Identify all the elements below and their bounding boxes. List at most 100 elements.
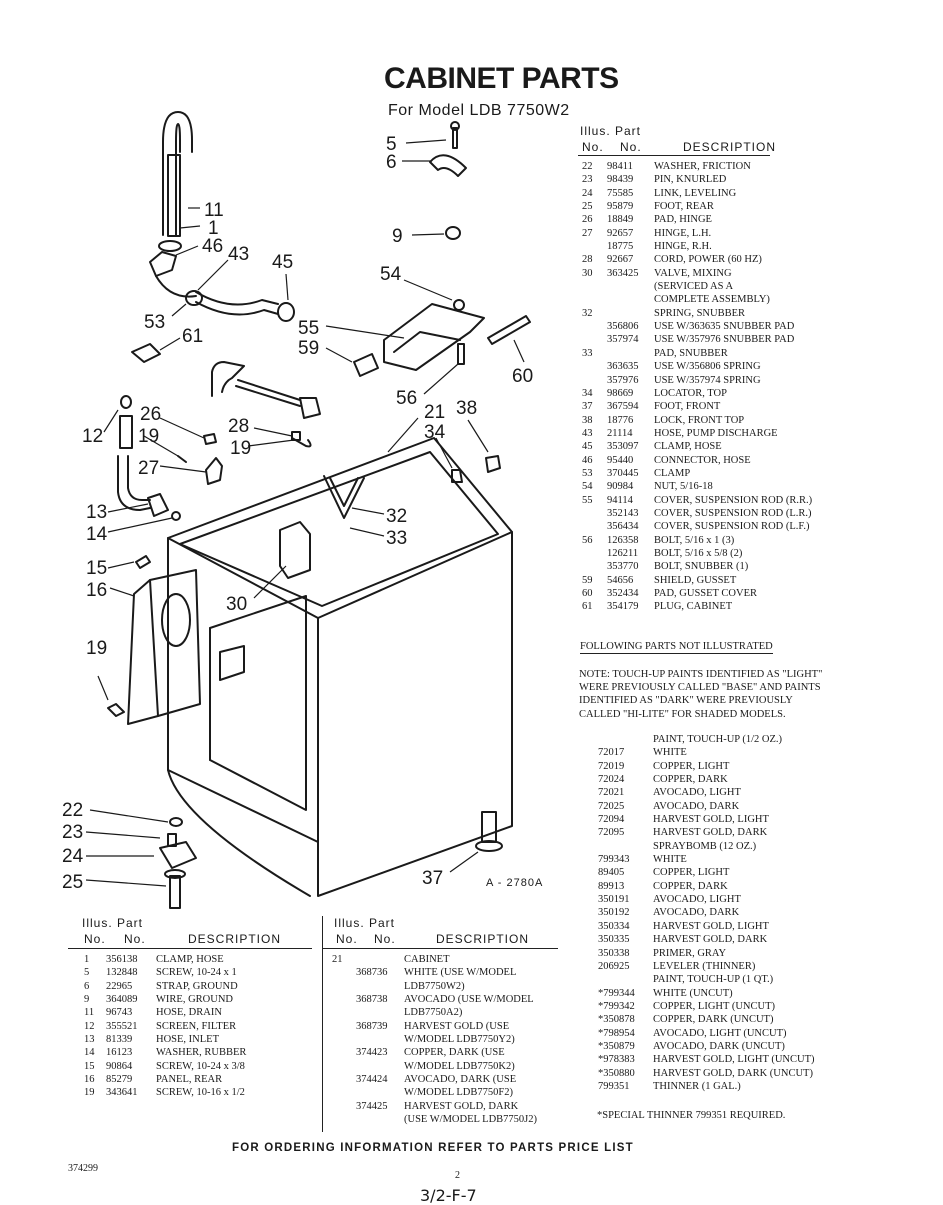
illus-number: 23 bbox=[582, 174, 593, 186]
part-number: 95440 bbox=[607, 454, 634, 466]
part-number: 98669 bbox=[607, 387, 634, 399]
page-number: 2 bbox=[455, 1170, 460, 1181]
part-description: PAD, GUSSET COVER bbox=[654, 588, 757, 599]
illus-number: 12 bbox=[84, 1020, 95, 1032]
table-row: 350334 HARVEST GOLD, LIGHT bbox=[598, 920, 898, 933]
ordering-footer: FOR ORDERING INFORMATION REFER TO PARTS … bbox=[232, 1142, 634, 1154]
part-description: LINK, LEVELING bbox=[654, 187, 737, 199]
part-description: AVOCADO, LIGHT bbox=[653, 787, 741, 799]
part-description: CLAMP, HOSE bbox=[654, 441, 722, 453]
illus-number: 5 bbox=[84, 967, 90, 979]
middle-table-rule bbox=[322, 948, 558, 949]
part-description: BOLT, 5/16 x 1 (3) bbox=[654, 534, 735, 546]
part-number: 72021 bbox=[598, 787, 625, 799]
part-description: PAINT, TOUCH-UP (1/2 OZ.) bbox=[653, 734, 783, 745]
part-description: HARVEST GOLD, DARK bbox=[653, 827, 768, 839]
illus-number: 45 bbox=[582, 441, 593, 453]
illus-number: 13 bbox=[84, 1034, 95, 1046]
part-description: HARVEST GOLD, LIGHT bbox=[653, 920, 769, 932]
document-number: 374299 bbox=[68, 1163, 98, 1174]
illus-number: 38 bbox=[582, 414, 593, 426]
table-row: 72021 AVOCADO, LIGHT bbox=[598, 786, 898, 799]
part-number: *350879 bbox=[598, 1040, 635, 1052]
illus-number: 21 bbox=[332, 954, 343, 965]
part-description: COPPER, DARK bbox=[653, 880, 728, 892]
illus-number: 55 bbox=[582, 494, 593, 506]
middle-table-header-no2: No. bbox=[374, 932, 396, 946]
part-number: 368739 bbox=[356, 1020, 388, 1032]
part-number: 355521 bbox=[106, 1020, 138, 1032]
part-number: 350338 bbox=[598, 947, 630, 959]
part-description: WIRE, GROUND bbox=[156, 994, 233, 1006]
illus-number: 56 bbox=[582, 534, 593, 546]
part-description: CLAMP bbox=[654, 467, 691, 479]
callout-11: 11 bbox=[204, 200, 224, 221]
right-table-header-desc: DESCRIPTION bbox=[683, 140, 777, 154]
part-number: 357976 bbox=[607, 374, 639, 386]
illus-number: 25 bbox=[582, 201, 593, 213]
part-description: AVOCADO, DARK bbox=[653, 907, 740, 919]
left-table-header-desc: DESCRIPTION bbox=[188, 932, 282, 946]
illus-number: 24 bbox=[582, 187, 593, 199]
callout-30: 30 bbox=[226, 594, 247, 615]
part-number: 350334 bbox=[598, 920, 630, 932]
part-description: COMPLETE ASSEMBLY) bbox=[654, 294, 770, 306]
illus-number: 32 bbox=[582, 307, 593, 319]
part-description: BOLT, SNUBBER (1) bbox=[654, 561, 749, 573]
part-description: BOLT, 5/16 x 5/8 (2) bbox=[654, 547, 743, 559]
part-number: 98411 bbox=[607, 161, 633, 172]
illus-number: 28 bbox=[582, 254, 593, 266]
part-description: CORD, POWER (60 HZ) bbox=[654, 254, 762, 266]
part-number: 85279 bbox=[106, 1074, 133, 1086]
illus-number: 46 bbox=[582, 454, 593, 466]
part-number: 72095 bbox=[598, 827, 625, 839]
part-description: USE W/357976 SNUBBER PAD bbox=[654, 334, 795, 346]
part-description: CABINET bbox=[404, 954, 450, 965]
callout-45: 45 bbox=[272, 252, 293, 273]
part-description: PLUG, CABINET bbox=[654, 601, 733, 613]
part-description: COVER, SUSPENSION ROD (R.R.) bbox=[654, 494, 813, 506]
part-number: 72019 bbox=[598, 760, 625, 772]
page-title: CABINET PARTS bbox=[384, 62, 619, 95]
illus-number: 30 bbox=[582, 267, 593, 279]
part-number: 350335 bbox=[598, 934, 630, 946]
left-table-rule bbox=[68, 948, 312, 949]
callout-33: 33 bbox=[386, 528, 407, 549]
part-description: (USE W/MODEL LDB7750J2) bbox=[404, 1114, 537, 1126]
callout-25: 25 bbox=[62, 872, 83, 893]
part-description: LDB7750W2) bbox=[404, 980, 465, 992]
note-line: WERE PREVIOUSLY CALLED "BASE" AND PAINTS bbox=[579, 682, 821, 694]
table-row: 72095 HARVEST GOLD, DARK bbox=[598, 826, 898, 839]
part-description: HARVEST GOLD, DARK bbox=[653, 934, 768, 946]
part-description: AVOCADO, LIGHT bbox=[653, 894, 741, 906]
part-number: 374424 bbox=[356, 1074, 388, 1086]
